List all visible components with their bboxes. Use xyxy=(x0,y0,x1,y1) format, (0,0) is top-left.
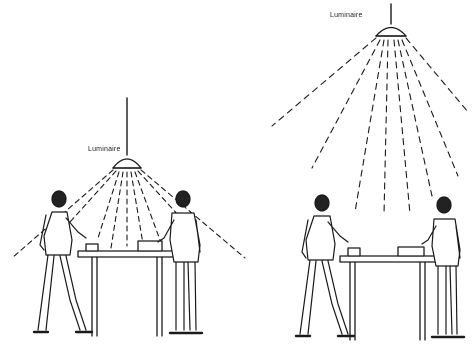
right-worker-a xyxy=(296,195,354,336)
left-table xyxy=(78,241,183,336)
right-worker-b xyxy=(422,197,464,337)
left-scene xyxy=(12,98,245,336)
left-worker-b xyxy=(158,191,202,333)
left-worker-a xyxy=(34,191,92,332)
right-luminaire-icon xyxy=(376,28,406,37)
left-luminaire-icon xyxy=(113,159,141,168)
right-light-cone xyxy=(272,38,468,214)
right-scene xyxy=(272,4,468,340)
right-luminaire-label: Luminaire xyxy=(330,12,363,19)
right-table xyxy=(340,247,440,340)
left-luminaire-label: Luminaire xyxy=(88,146,121,153)
